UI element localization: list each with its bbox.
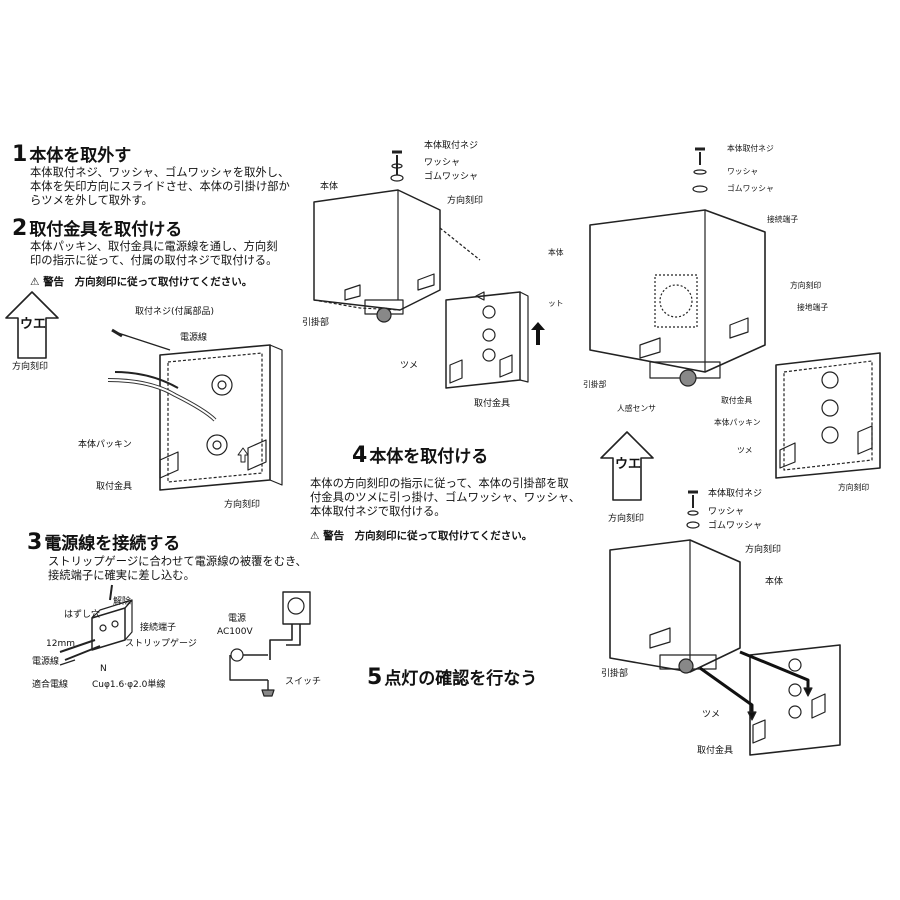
label-power-wire-step3: 電源線 (32, 657, 60, 667)
step1-body-line1: 本体取付ネジ、ワッシャ、ゴムワッシャを取外し、 (30, 166, 290, 179)
label-ac100v: AC100V (217, 627, 253, 637)
label-body-screw-step4: 本体取付ネジ (708, 489, 763, 499)
label-n: N (100, 664, 107, 674)
step2-body-line1: 本体パッキン、取付金具に電源線を通し、方向刻 (30, 240, 278, 253)
label-switch: スイッチ (285, 677, 322, 687)
step3-body-line2: 接続端子に確実に差し込む。 (48, 569, 195, 582)
step1-number: 1 (12, 142, 28, 167)
label-rubber-washer-step1: ゴムワッシャ (424, 172, 479, 182)
label-hook-step1: 引掛部 (302, 318, 330, 328)
label-power-source: 電源 (228, 614, 247, 624)
label-claw-step4: ツメ (702, 710, 721, 720)
label-release-hole: はずし穴 (64, 610, 101, 620)
label-body-step4: 本体 (765, 577, 784, 587)
label-strip-gauge: ストリップゲージ (125, 639, 197, 649)
label-cu-spec: Cuφ1.6·φ2.0単線 (92, 680, 166, 690)
label-direction-left: 方向刻印 (12, 362, 49, 372)
step1-body-line3: らツメを外して取外す。 (30, 194, 153, 207)
step5-title: 点灯の確認を行なう (384, 669, 538, 689)
step3-body-line1: ストリップゲージに合わせて電源線の被覆をむき、 (48, 555, 307, 568)
label-direction-bracket-topright: 方向刻印 (838, 483, 870, 492)
label-claw-topright: ツメ (737, 446, 753, 455)
label-body-screw-step1: 本体取付ネジ (424, 141, 479, 151)
body-diagram-step1 (313, 150, 545, 389)
step5-number: 5 (367, 665, 383, 690)
direction-arrow-mark-left (5, 291, 59, 359)
label-ground-topright: 接地端子 (797, 303, 829, 312)
step4-warning: ⚠ 警告 方向刻印に従って取付けてください。 (310, 530, 533, 542)
label-direction-step4: 方向刻印 (745, 545, 782, 555)
step3-title: 電源線を接続する (44, 534, 181, 554)
step2-title: 取付金具を取付ける (29, 220, 183, 240)
label-hook-step4: 引掛部 (601, 669, 629, 679)
label-bracket-topright: 取付金具 (721, 396, 753, 405)
label-terminal-step3: 接続端子 (140, 623, 177, 633)
label-terminal-topright: 接続端子 (767, 215, 799, 224)
label-bracket-step2: 取付金具 (96, 482, 133, 492)
step4-title: 本体を取付ける (369, 447, 489, 467)
body-diagram-topright (589, 147, 881, 479)
wiring-diagram-step3 (229, 591, 311, 697)
step2-number: 2 (12, 216, 28, 241)
step4-body-line3: 本体取付ネジで取付ける。 (310, 505, 446, 518)
label-sensor-topright: 人感センサ (617, 404, 656, 413)
step2-body-line2: 印の指示に従って、付属の取付ネジで取付ける。 (30, 254, 278, 267)
body-diagram-step4 (609, 490, 841, 756)
step2-warning: ⚠ 警告 方向刻印に従って取付けてください。 (30, 276, 253, 288)
label-release: 解除 (113, 597, 132, 607)
label-screw-accessory: 取付ネジ(付属部品) (135, 307, 215, 317)
label-direction-step2: 方向刻印 (224, 500, 261, 510)
label-hook-topright: 引掛部 (583, 380, 607, 389)
label-direction-topright: 方向刻印 (790, 281, 822, 290)
label-washer-step4: ワッシャ (708, 507, 745, 517)
step1-title: 本体を取外す (29, 146, 132, 166)
direction-mark-text-right: ウエ (615, 457, 642, 472)
step4-number: 4 (352, 443, 368, 468)
label-wire-spec: 適合電線 (32, 680, 69, 690)
label-power-wire-step2: 電源線 (180, 333, 208, 343)
label-bracket-step4: 取付金具 (697, 746, 734, 756)
label-body-screw-topright: 本体取付ネジ (727, 144, 774, 153)
label-body-step1: 本体 (320, 182, 339, 192)
step1-body-line2: 本体を矢印方向にスライドさせ、本体の引掛け部か (30, 180, 290, 193)
label-12mm: 12mm (46, 639, 75, 649)
label-body-packing-step2: 本体パッキン (78, 440, 132, 450)
step4-body-line2: 付金具のツメに引っ掛け、ゴムワッシャ、ワッシャ、 (310, 491, 581, 504)
label-rubber-washer-topright: ゴムワッシャ (727, 184, 774, 193)
label-washer-topright: ワッシャ (727, 167, 759, 176)
label-claw-step1: ツメ (400, 361, 419, 371)
label-bracket-step1: 取付金具 (474, 399, 511, 409)
bracket-diagram-step2 (107, 328, 283, 491)
label-unit-topright: ット (548, 299, 564, 308)
label-direction-right: 方向刻印 (608, 514, 645, 524)
direction-mark-text-left: ウエ (20, 317, 47, 332)
label-packing-topright: 本体パッキン (714, 418, 761, 427)
label-washer-step1: ワッシャ (424, 158, 461, 168)
direction-arrow-mark-right (600, 431, 654, 501)
label-rubber-washer-step4: ゴムワッシャ (708, 521, 763, 531)
label-direction-step1: 方向刻印 (447, 196, 484, 206)
step3-number: 3 (27, 530, 43, 555)
label-body-topright: 本体 (548, 248, 564, 257)
step4-body-line1: 本体の方向刻印の指示に従って、本体の引掛部を取 (310, 477, 569, 490)
terminal-diagram-step3 (59, 584, 133, 666)
